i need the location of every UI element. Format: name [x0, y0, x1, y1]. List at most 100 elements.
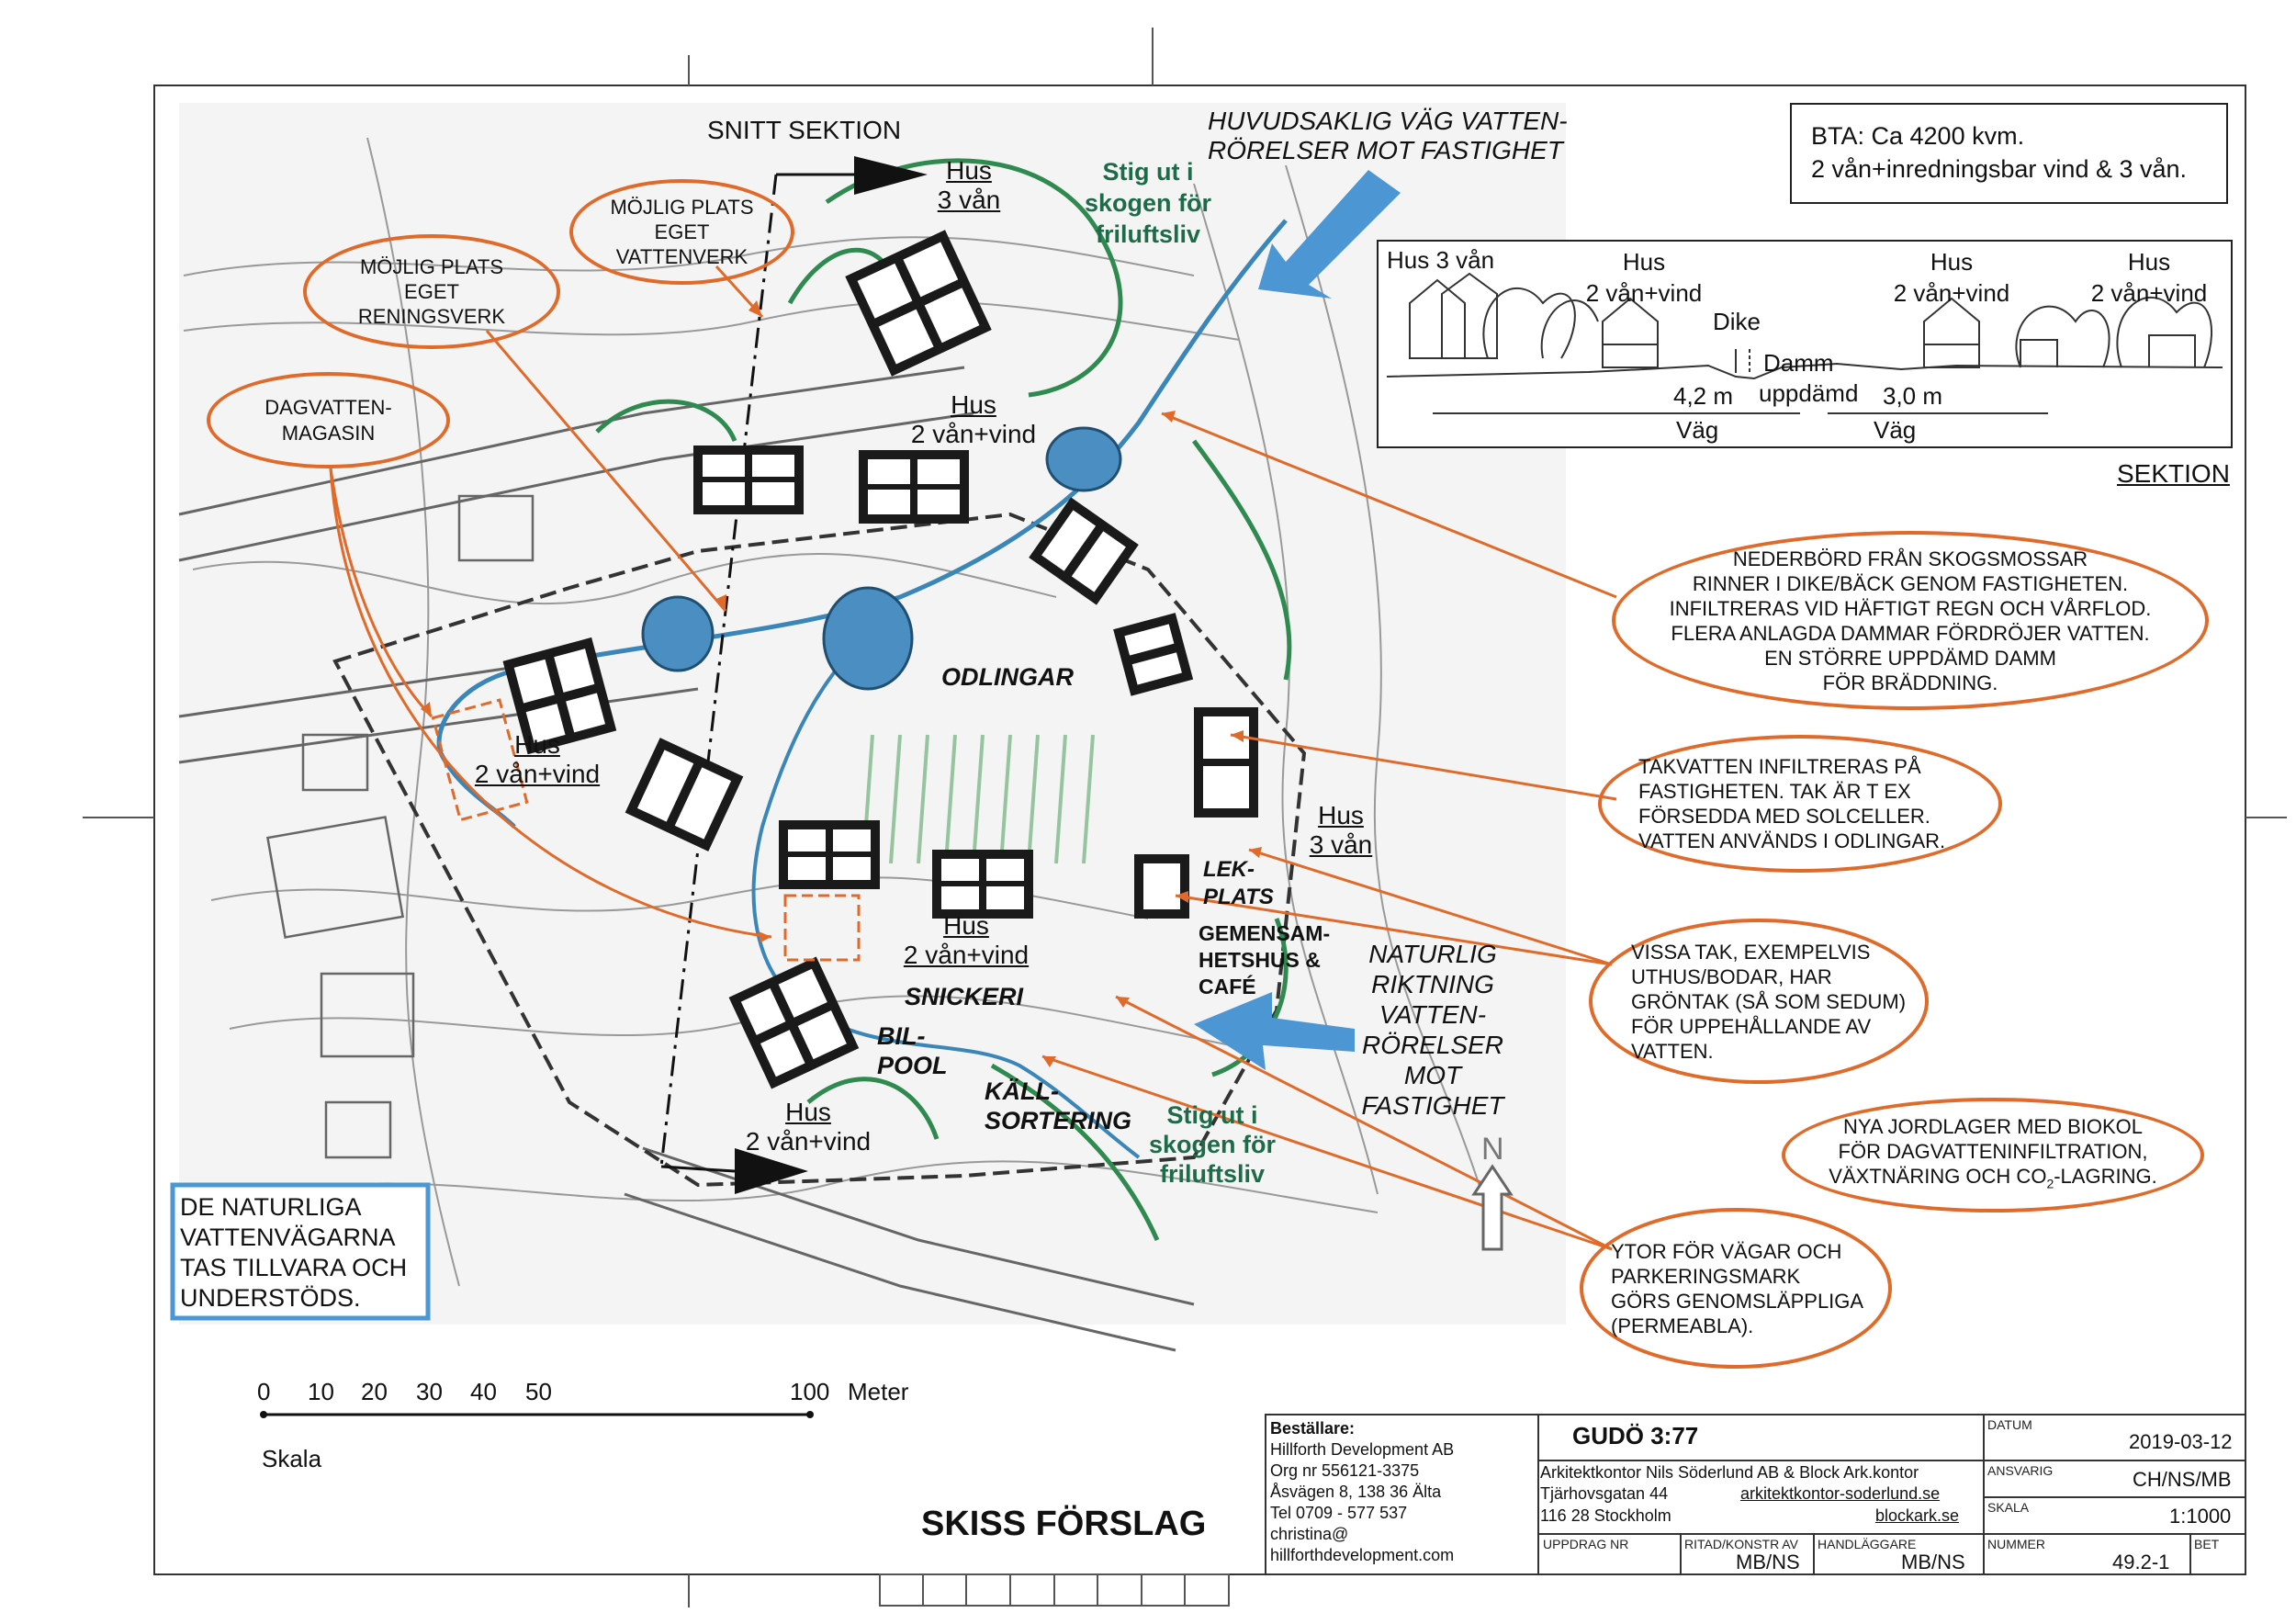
- legend-line-4: UNDERSTÖDS.: [180, 1284, 361, 1312]
- section-hus-a: Hus 2 vån+vind: [1580, 246, 1708, 309]
- callout-takvatten: TAKVATTEN INFILTRERAS PÅ FASTIGHETEN. TA…: [1598, 735, 2002, 873]
- section-hus3: Hus 3 vån: [1387, 246, 1495, 274]
- skala-label: SKALA: [1987, 1500, 2030, 1515]
- handlaggare-value: MB/NS: [1901, 1551, 1965, 1573]
- scale-unit: Meter: [848, 1378, 909, 1405]
- firm-addr-1: Tjärhovsgatan 44: [1540, 1484, 1669, 1503]
- naturlig-line-2: RIKTNING: [1371, 970, 1494, 998]
- bta-line-1: BTA: Ca 4200 kvm.: [1811, 122, 2025, 150]
- uppdrag-label: UPPDRAG NR: [1543, 1537, 1629, 1551]
- client-line-1: Hillforth Development AB: [1270, 1440, 1455, 1459]
- jordlager-line-2: FÖR DAGVATTENINFILTRATION,: [1838, 1139, 2148, 1163]
- naturlig-line-4: RÖRELSER: [1361, 1031, 1504, 1059]
- takvatten-line-4: VATTEN ANVÄNDS I ODLINGAR.: [1638, 829, 1946, 852]
- kall-line-1: KÄLL-: [985, 1077, 1059, 1105]
- naturlig-line-6: FASTIGHET: [1361, 1091, 1504, 1120]
- main-flow-line-2: RÖRELSER MOT FASTIGHET: [1208, 136, 1563, 164]
- house-label-mid-2: 2 vån+vind: [910, 420, 1037, 448]
- vegetation: [595, 158, 1292, 1242]
- scale-tick-10: 10: [308, 1378, 334, 1405]
- vissa-tak-line-3: GRÖNTAK (SÅ SOM SEDUM): [1631, 989, 1907, 1013]
- datum-value: 2019-03-12: [2129, 1430, 2233, 1453]
- section-width-1: 4,2 m: [1673, 382, 1734, 410]
- section-vag-2: Väg: [1874, 416, 1917, 444]
- kall-line-2: SORTERING: [985, 1107, 1132, 1134]
- ansvarig-label: ANSVARIG: [1987, 1463, 2054, 1478]
- stig-top-line-1: Stig ut i: [1102, 158, 1194, 186]
- skala-value: 1:1000: [2169, 1505, 2232, 1528]
- bta-line-2: 2 vån+inredningsbar vind & 3 vån.: [1811, 155, 2188, 183]
- ritad-value: MB/NS: [1736, 1551, 1800, 1573]
- house-label-mid: Hus 2 vån+vind: [900, 390, 1047, 449]
- legend-line-1: DE NATURLIGA: [180, 1193, 362, 1221]
- legend-line-2: VATTENVÄGARNA: [180, 1224, 396, 1251]
- scale-label: Skala: [262, 1445, 322, 1472]
- firm-web-1: arkitektkontor-soderlund.se: [1740, 1484, 1941, 1503]
- gemensam-line-1: GEMENSAM-: [1199, 921, 1331, 945]
- dagvatten-line-1: DAGVATTEN-: [264, 395, 392, 419]
- legend-box: DE NATURLIGA VATTENVÄGARNA TAS TILLVARA …: [180, 1192, 407, 1314]
- ytor-line-2: PARKERINGSMARK: [1611, 1264, 1801, 1288]
- house-label-top-1: Hus: [946, 156, 992, 185]
- jordlager-line-3: VÄXTNÄRING OCH CO2-LAGRING.: [1829, 1164, 2156, 1196]
- house-label-right-1: Hus: [1318, 801, 1364, 829]
- vissa-tak-line-4: FÖR UPPEHÅLLANDE AV: [1631, 1014, 1872, 1038]
- stig-bottom-line-1: Stig ut i: [1166, 1101, 1258, 1129]
- section-hus-c-2: 2 vån+vind: [2090, 279, 2208, 307]
- nummer-label: NUMMER: [1987, 1537, 2045, 1551]
- lek-line-1: LEK-: [1203, 857, 1255, 882]
- scale-tick-20: 20: [361, 1378, 388, 1405]
- snitt-sektion-label: SNITT SEKTION: [707, 116, 902, 144]
- nummer-value: 49.2-1: [2112, 1551, 2170, 1573]
- natural-direction-label: NATURLIG RIKTNING VATTEN- RÖRELSER MOT F…: [1341, 939, 1525, 1121]
- house-label-left: Hus 2 vån+vind: [464, 730, 611, 789]
- client-block: Beställare: Hillforth Development AB Org…: [1270, 1418, 1454, 1566]
- stig-bottom-line-3: friluftsliv: [1159, 1160, 1265, 1188]
- section-hus-a-1: Hus: [1622, 248, 1666, 276]
- house-label-center: Hus 2 vån+vind: [893, 911, 1040, 970]
- ytor-line-1: YTOR FÖR VÄGAR OCH: [1611, 1239, 1842, 1263]
- client-heading: Beställare:: [1270, 1419, 1356, 1438]
- reningsverk-line-3: RENINGSVERK: [357, 305, 506, 328]
- scale-tick-100: 100: [790, 1378, 830, 1405]
- stig-bottom-line-2: skogen för: [1148, 1131, 1277, 1158]
- lek-line-2: PLATS: [1203, 885, 1274, 909]
- section-hus-c: Hus 2 vån+vind: [2080, 246, 2218, 309]
- section-hus-b: Hus 2 vån+vind: [1883, 246, 2020, 309]
- callout-jordlager: NYA JORDLAGER MED BIOKOL FÖR DAGVATTENIN…: [1782, 1098, 2204, 1212]
- title-block: [1265, 1414, 2246, 1575]
- lekplats-label: LEK- PLATS: [1203, 856, 1274, 911]
- stig-top-label: Stig ut i skogen för friluftsliv: [1075, 156, 1221, 250]
- section-hus-a-2: 2 vån+vind: [1585, 279, 1703, 307]
- house-label-right-2: 3 vån: [1309, 830, 1373, 859]
- takvatten-line-1: TAKVATTEN INFILTRERAS PÅ: [1638, 755, 1921, 778]
- house-label-right: Hus 3 vån: [1295, 801, 1387, 860]
- house-label-bottom: Hus 2 vån+vind: [735, 1098, 882, 1156]
- kallsortering-label: KÄLL- SORTERING: [985, 1077, 1131, 1135]
- house-label-left-2: 2 vån+vind: [474, 760, 601, 788]
- stig-top-line-3: friluftsliv: [1095, 220, 1200, 248]
- section-dike: Dike: [1713, 308, 1761, 335]
- gemensam-line-3: CAFÉ: [1199, 975, 1256, 998]
- house-label-bottom-2: 2 vån+vind: [745, 1127, 872, 1156]
- naturlig-line-1: NATURLIG: [1368, 940, 1497, 968]
- vattenverk-line-2: EGET: [654, 220, 710, 243]
- ansvarig-value: CH/NS/MB: [2133, 1468, 2232, 1491]
- stig-bottom-label: Stig ut i skogen för friluftsliv: [1139, 1100, 1286, 1189]
- house-label-top: Hus 3 vån: [923, 156, 1015, 215]
- section-hus-b-2: 2 vån+vind: [1893, 279, 2010, 307]
- house-label-center-2: 2 vån+vind: [903, 941, 1030, 969]
- scale-tick-50: 50: [525, 1378, 552, 1405]
- nederbord-line-5: EN STÖRRE UPPDÄMD DAMM: [1764, 646, 2056, 670]
- scale-tick-30: 30: [416, 1378, 443, 1405]
- callout-vissa-tak: VISSA TAK, EXEMPELVIS UTHUS/BODAR, HAR G…: [1589, 919, 1929, 1084]
- house-label-center-1: Hus: [943, 911, 989, 940]
- section-hus-c-1: Hus: [2127, 248, 2171, 276]
- drawing-title: SKISS FÖRSLAG: [921, 1505, 1207, 1543]
- nederbord-line-2: RINNER I DIKE/BÄCK GENOM FASTIGHETEN.: [1692, 571, 2129, 595]
- section-title: SEKTION: [2117, 459, 2230, 488]
- bet-label: BET: [2194, 1537, 2220, 1551]
- client-line-5: christina@: [1270, 1525, 1349, 1543]
